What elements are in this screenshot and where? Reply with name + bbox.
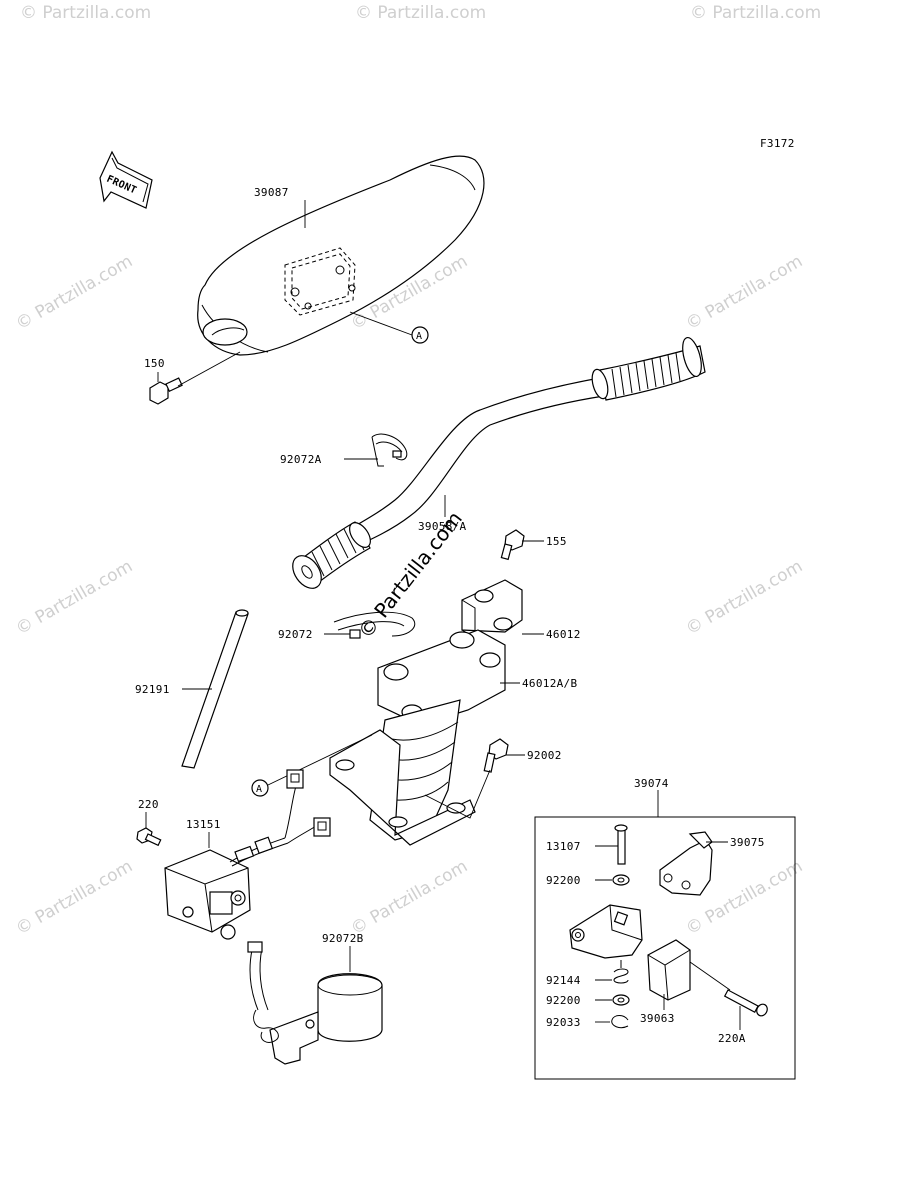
pin-13107-drawing: [614, 824, 628, 865]
callout-a-lower: A: [256, 784, 262, 795]
part-label-220: 220: [138, 798, 159, 811]
part-label-39063: 39063: [640, 1012, 675, 1025]
steering-holder-drawing: [329, 629, 506, 846]
lever-39075-drawing: [659, 831, 713, 896]
washer-92200-upper: [612, 874, 630, 886]
bolt-220-drawing: [136, 827, 162, 847]
clamp-46012-drawing: [461, 579, 523, 639]
bolt-155-drawing: [500, 529, 525, 561]
watermark: © Partzilla.com: [13, 556, 137, 639]
switch-13151-drawing: [164, 769, 331, 940]
part-label-39075: 39075: [730, 836, 765, 849]
watermark: © Partzilla.com: [348, 856, 472, 939]
watermark: © Partzilla.com: [13, 251, 137, 334]
clip-92033-drawing: [611, 1015, 629, 1029]
part-label-155: 155: [546, 535, 567, 548]
watermark: © Partzilla.com: [20, 3, 151, 23]
part-label-13107: 13107: [546, 840, 581, 853]
bolt-220a-drawing: [723, 989, 768, 1017]
bracket-drawing: [569, 904, 643, 959]
part-label-39058A: 39058/A: [418, 520, 467, 533]
callout-a-circle: [411, 326, 429, 344]
part-label-92144: 92144: [546, 974, 581, 987]
part-label-39087: 39087: [254, 186, 289, 199]
part-label-13151: 13151: [186, 818, 221, 831]
band-92072b-drawing: [247, 941, 383, 1065]
spring-92144-drawing: [613, 960, 629, 984]
handlebar-drawing: [292, 336, 706, 589]
watermark: © Partzilla.com: [683, 556, 807, 639]
watermark: © Partzilla.com: [690, 3, 821, 23]
assembly-39074-box: [534, 816, 796, 1080]
part-label-92200-upper: 92200: [546, 874, 581, 887]
band-92072a-drawing: [371, 433, 408, 467]
bolt-150-drawing: [149, 377, 183, 405]
part-label-92072: 92072: [278, 628, 313, 641]
part-label-92072B: 92072B: [322, 932, 364, 945]
washer-92200-lower: [612, 994, 630, 1006]
handlebar-cover-drawing: [197, 155, 485, 356]
watermark: © Partzilla.com: [683, 251, 807, 334]
figure-code: F3172: [760, 137, 795, 150]
bolt-92002-drawing: [483, 738, 509, 773]
part-label-150: 150: [144, 357, 165, 370]
part-label-92033: 92033: [546, 1016, 581, 1029]
part-label-46012AB: 46012A/B: [522, 677, 577, 690]
watermark: © Partzilla.com: [355, 3, 486, 23]
watermark: © Partzilla.com: [13, 856, 137, 939]
part-label-92191: 92191: [135, 683, 170, 696]
front-arrow-icon: FRONT: [99, 150, 153, 209]
callout-a-upper: A: [416, 331, 422, 342]
part-label-39074: 39074: [634, 777, 669, 790]
part-label-92072A: 92072A: [280, 453, 322, 466]
part-label-46012: 46012: [546, 628, 581, 641]
part-label-220A: 220A: [718, 1032, 746, 1045]
callout-a-circle: [251, 779, 269, 797]
block-39063-drawing: [647, 939, 691, 1001]
part-label-92200-lower: 92200: [546, 994, 581, 1007]
tube-92191-drawing: [181, 609, 249, 769]
part-label-92002: 92002: [527, 749, 562, 762]
